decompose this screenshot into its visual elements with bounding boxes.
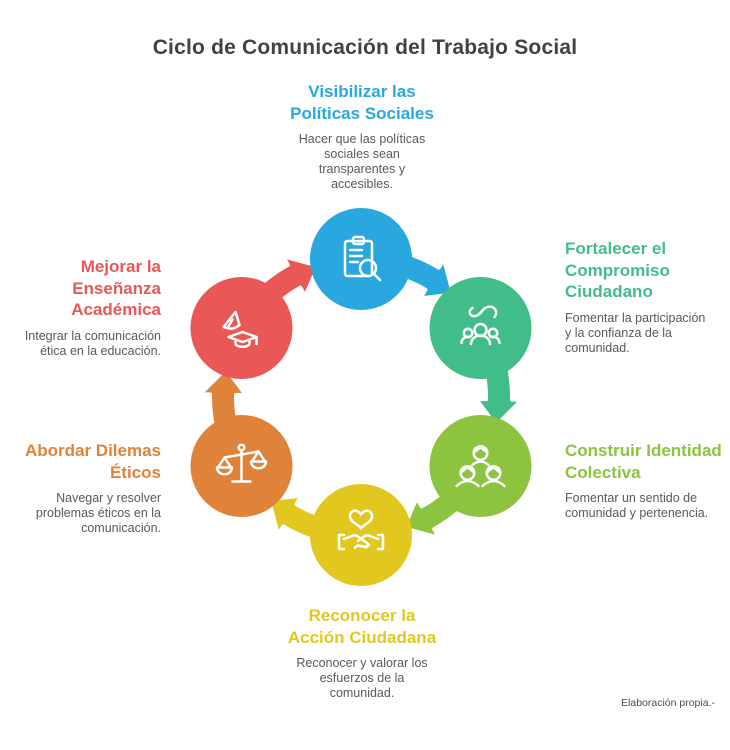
step-description-abordar: Navegar y resolver problemas éticos en l… <box>35 491 161 535</box>
step-heading-visibilizar: Visibilizar las Políticas Sociales <box>290 82 434 123</box>
clipboard-search-icon <box>343 235 382 282</box>
node-circle-fortalecer <box>429 277 532 379</box>
node-circle-visibilizar <box>310 208 412 310</box>
step-heading-construir: Construir Identidad Colectiva <box>565 441 722 482</box>
node-circle-construir <box>429 415 532 517</box>
step-description-fortalecer: Fomentar la participación y la confianza… <box>565 310 706 355</box>
step-label-fortalecer: Fortalecer el Compromiso Ciudadano Fomen… <box>565 238 730 356</box>
group-people-icon <box>455 444 506 488</box>
node-circle-mejorar <box>190 277 293 379</box>
step-heading-mejorar: Mejorar la Enseñanza Académica <box>71 257 161 319</box>
step-description-reconocer: Reconocer y valorar los esfuerzos de la … <box>296 656 428 700</box>
node-circle-reconocer <box>310 484 412 586</box>
page-title: Ciclo de Comunicación del Trabajo Social <box>152 36 578 59</box>
community-engagement-icon <box>460 305 501 346</box>
balance-scale-icon <box>215 443 268 483</box>
step-label-construir: Construir Identidad Colectiva Fomentar u… <box>565 440 730 521</box>
attribution-note: Elaboración propia.- <box>621 697 715 709</box>
step-heading-abordar: Abordar Dilemas Éticos <box>24 441 161 482</box>
step-label-abordar: Abordar Dilemas Éticos Navegar y resolve… <box>0 440 161 536</box>
handshake-heart-icon <box>337 509 385 551</box>
flag-graduation-icon <box>222 310 258 349</box>
step-description-mejorar: Integrar la comunicación ética en la edu… <box>24 328 161 358</box>
step-label-mejorar: Mejorar la Enseñanza Académica Integrar … <box>0 256 161 359</box>
step-description-construir: Fomentar un sentido de comunidad y perte… <box>565 491 709 520</box>
step-label-visibilizar: Visibilizar las Políticas Sociales Hacer… <box>240 81 484 192</box>
step-heading-fortalecer: Fortalecer el Compromiso Ciudadano <box>565 239 670 301</box>
step-heading-reconocer: Reconocer la Acción Ciudadana <box>287 606 437 647</box>
step-label-reconocer: Reconocer la Acción Ciudadana Reconocer … <box>243 605 481 701</box>
step-description-visibilizar: Hacer que las políticas sociales sean tr… <box>298 132 426 191</box>
